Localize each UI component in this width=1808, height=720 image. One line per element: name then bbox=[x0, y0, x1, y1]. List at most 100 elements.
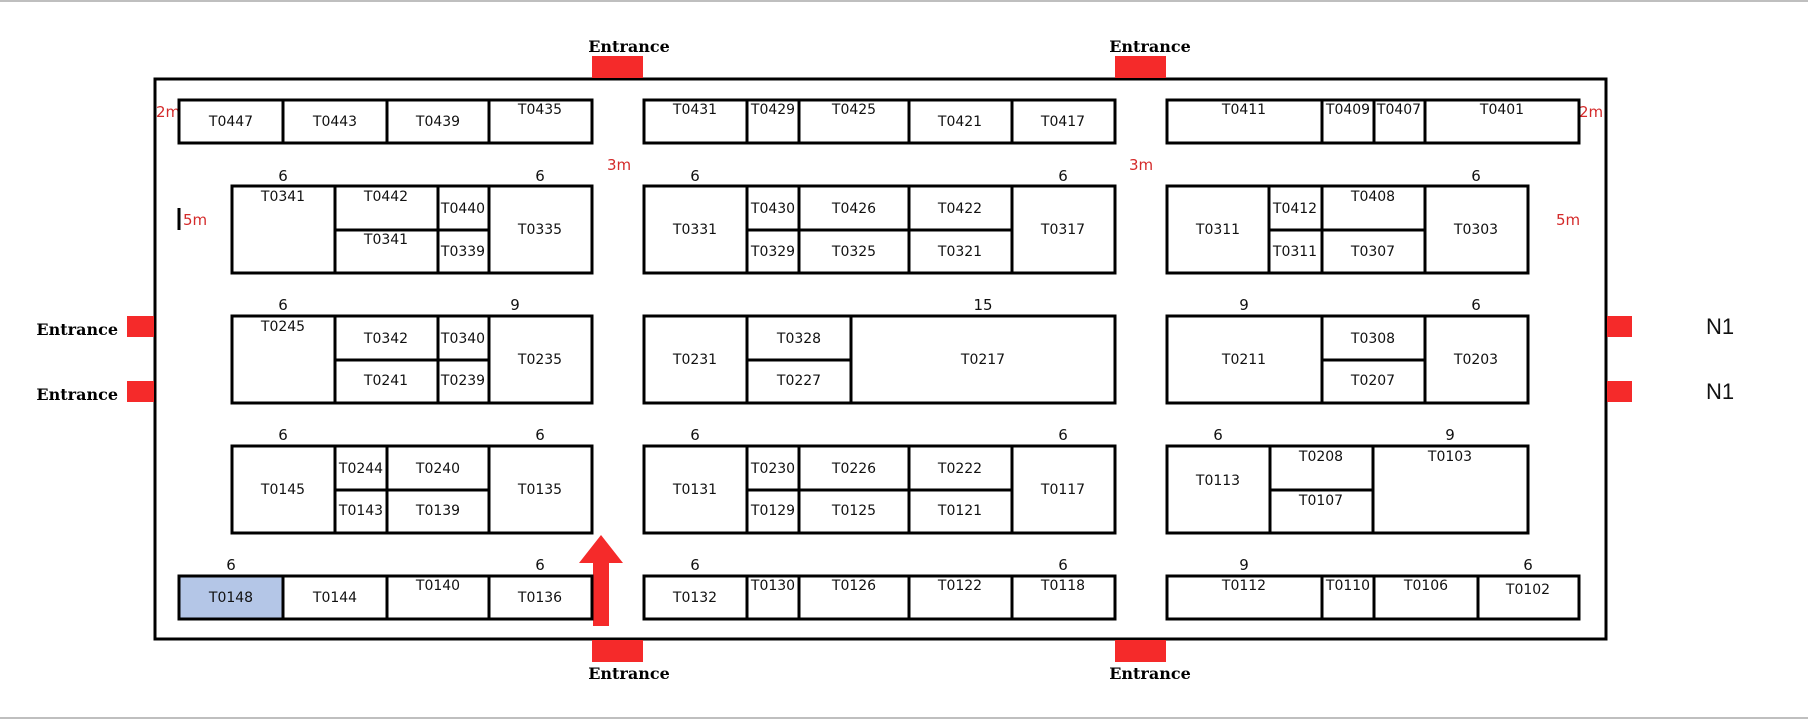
booth-label: T0203 bbox=[1453, 352, 1498, 368]
booth-label: T0131 bbox=[672, 482, 717, 498]
booth-cell[interactable] bbox=[1371, 444, 1530, 535]
entrance-marker-top-1 bbox=[592, 56, 643, 78]
booth-cell[interactable] bbox=[436, 314, 491, 362]
booth-label: T0412 bbox=[1272, 201, 1317, 217]
booth-label: T0443 bbox=[312, 114, 357, 130]
block-size-label: 6 bbox=[278, 296, 288, 314]
booth-cell[interactable] bbox=[333, 358, 440, 405]
booth-cell[interactable] bbox=[1423, 314, 1530, 405]
booth-cell[interactable] bbox=[797, 228, 911, 275]
block-size-label: 6 bbox=[1213, 426, 1223, 444]
booth-cell[interactable] bbox=[1165, 98, 1324, 145]
booth-cell[interactable] bbox=[1268, 444, 1375, 492]
booth-label: T0126 bbox=[831, 578, 876, 594]
booth-label: T0231 bbox=[672, 352, 717, 368]
booth-label: T0325 bbox=[831, 244, 876, 260]
booth-cell[interactable] bbox=[333, 228, 440, 275]
dim-aisle-1: 3m bbox=[607, 156, 631, 174]
block-size-label: 6 bbox=[226, 556, 236, 574]
entrance-marker-top-2 bbox=[1115, 56, 1166, 78]
booth-cell[interactable] bbox=[230, 444, 337, 535]
booth-label: T0208 bbox=[1298, 449, 1343, 465]
booth-label: T0118 bbox=[1040, 578, 1085, 594]
booth-label: T0245 bbox=[260, 319, 305, 335]
block-size-label: 9 bbox=[1445, 426, 1455, 444]
booth-cell[interactable] bbox=[1267, 228, 1324, 275]
booth-cell[interactable] bbox=[1423, 184, 1530, 275]
booth-cell[interactable] bbox=[385, 574, 491, 621]
booth-cell[interactable] bbox=[1010, 574, 1117, 621]
booth-label: T0136 bbox=[517, 590, 562, 606]
dim-left-margin: 2m bbox=[156, 103, 180, 121]
booth-cell[interactable] bbox=[797, 488, 911, 535]
booth-cell[interactable] bbox=[1320, 358, 1427, 405]
booth-cell[interactable] bbox=[487, 444, 594, 535]
booth-cell[interactable] bbox=[642, 184, 749, 275]
block-size-label: 6 bbox=[1058, 426, 1068, 444]
booth-label: T0102 bbox=[1505, 582, 1550, 598]
booth-cell[interactable] bbox=[487, 184, 594, 275]
booth-label: T0144 bbox=[312, 590, 357, 606]
booth-cell[interactable] bbox=[333, 314, 440, 362]
booth-cell[interactable] bbox=[1010, 444, 1117, 535]
dim-corridor-left: 5m bbox=[183, 211, 207, 229]
block-size-label: 9 bbox=[1239, 556, 1249, 574]
booth-cell[interactable] bbox=[487, 574, 594, 621]
booth-label: T0328 bbox=[776, 331, 821, 347]
booth-cell[interactable] bbox=[1372, 574, 1480, 621]
booth-label: T0311 bbox=[1272, 244, 1317, 260]
booth-cell[interactable] bbox=[1165, 184, 1271, 275]
booth-cell[interactable] bbox=[177, 98, 285, 145]
booth-label: T0107 bbox=[1298, 493, 1343, 509]
booth-label: T0235 bbox=[517, 352, 562, 368]
booth-cell[interactable] bbox=[642, 574, 749, 621]
booth-cell[interactable] bbox=[849, 314, 1117, 405]
block-size-label: 6 bbox=[535, 167, 545, 185]
booth-cell[interactable] bbox=[745, 574, 801, 621]
block-size-label: 6 bbox=[1058, 556, 1068, 574]
booth-cell[interactable] bbox=[230, 314, 337, 405]
booth-cell[interactable] bbox=[230, 184, 337, 275]
booth-label: T0113 bbox=[1195, 473, 1240, 489]
entrance-marker-bottom-2 bbox=[1115, 640, 1166, 662]
booth-cell[interactable] bbox=[487, 98, 594, 145]
booth-cell[interactable] bbox=[642, 444, 749, 535]
booth-cell[interactable] bbox=[487, 314, 594, 405]
booth-label: T0143 bbox=[338, 503, 383, 519]
booth-cell[interactable] bbox=[1267, 184, 1324, 232]
booth-label: T0311 bbox=[1195, 222, 1240, 238]
booth-label: T0431 bbox=[672, 102, 717, 118]
booth-cell[interactable] bbox=[1010, 98, 1117, 145]
dim-right-margin: 2m bbox=[1579, 103, 1603, 121]
booth-label: T0435 bbox=[517, 102, 562, 118]
booth-label: T0135 bbox=[517, 482, 562, 498]
entrance-marker-right-1 bbox=[1607, 316, 1632, 337]
booth-label: T0112 bbox=[1221, 578, 1266, 594]
booth-cell[interactable] bbox=[1010, 184, 1117, 275]
booth-cell[interactable] bbox=[1476, 574, 1581, 621]
hall-outline bbox=[153, 77, 1608, 641]
booth-label: T0211 bbox=[1221, 352, 1266, 368]
booth-label: T0217 bbox=[960, 352, 1005, 368]
booth-cell[interactable] bbox=[907, 98, 1014, 145]
booth-label: T0125 bbox=[831, 503, 876, 519]
booth-cell[interactable] bbox=[1165, 574, 1324, 621]
booth-cell[interactable] bbox=[907, 574, 1014, 621]
booth-cell[interactable] bbox=[1165, 444, 1272, 535]
booth-label: T0440 bbox=[440, 201, 485, 217]
block-size-label: 6 bbox=[690, 426, 700, 444]
booth-cell-highlighted[interactable] bbox=[177, 574, 285, 621]
booth-cell[interactable] bbox=[1423, 98, 1581, 145]
booth-label: T0439 bbox=[415, 114, 460, 130]
booth-cell[interactable] bbox=[333, 488, 389, 535]
booth-label: T0417 bbox=[1040, 114, 1085, 130]
booth-cell[interactable] bbox=[281, 98, 389, 145]
booth-cell[interactable] bbox=[385, 488, 491, 535]
booth-cell[interactable] bbox=[385, 444, 491, 492]
entrance-label-bottom-1: Entrance bbox=[588, 664, 670, 683]
n1-label-2: N1 bbox=[1706, 379, 1734, 404]
booth-label: T0103 bbox=[1427, 449, 1472, 465]
block-size-label: 6 bbox=[535, 556, 545, 574]
entrance-marker-bottom-1 bbox=[592, 640, 643, 662]
booth-cell[interactable] bbox=[436, 228, 491, 275]
